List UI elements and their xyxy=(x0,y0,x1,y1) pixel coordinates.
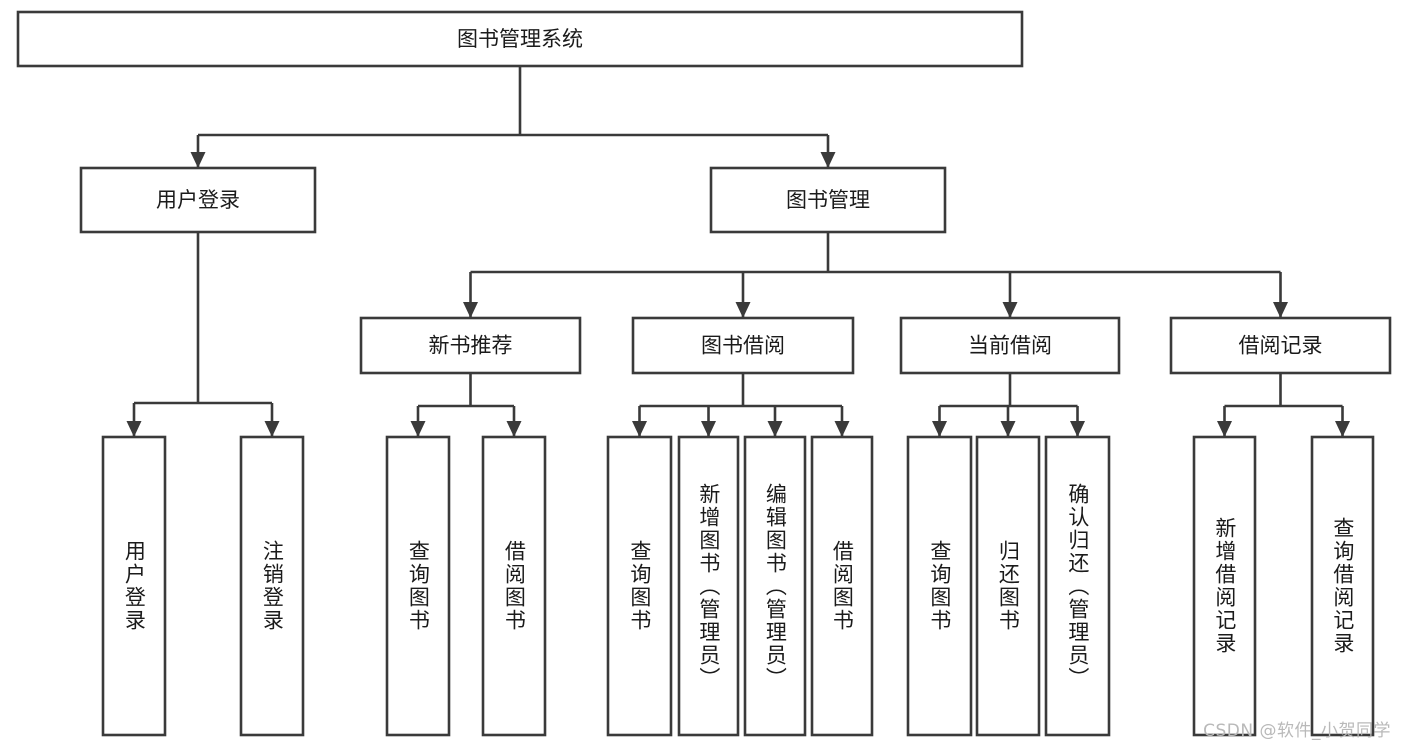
borrow-group-arrow-3 xyxy=(834,421,850,437)
level2-box-0[interactable] xyxy=(79,166,317,234)
node-box-layer xyxy=(16,10,1392,737)
leaf-box-0[interactable] xyxy=(101,435,167,737)
login-group-arrow-0 xyxy=(126,421,142,437)
level2-label-0: 用户登录 xyxy=(156,188,240,212)
current-group-arrow-0 xyxy=(932,421,947,437)
login-group-arrow-1 xyxy=(264,421,280,437)
current-group-arrow-1 xyxy=(1000,421,1016,437)
leaf-box-9[interactable] xyxy=(975,435,1041,737)
level2-box-1[interactable] xyxy=(709,166,947,234)
book-mgmt-to-level3-arrow-2 xyxy=(1002,302,1018,318)
borrow-group-arrow-2 xyxy=(767,421,783,437)
level3-box-3[interactable] xyxy=(1169,316,1392,375)
leaf-box-4[interactable] xyxy=(606,435,673,737)
leaf-box-8[interactable] xyxy=(906,435,973,737)
book-mgmt-to-level3-arrow-3 xyxy=(1273,302,1288,318)
root-label-0: 图书管理系统 xyxy=(457,27,583,51)
leaf-box-6[interactable] xyxy=(743,435,807,737)
record-group-arrow-0 xyxy=(1217,421,1232,437)
level3-box-0[interactable] xyxy=(359,316,582,375)
level2-label-1: 图书管理 xyxy=(786,188,870,212)
csdn-watermark: CSDN @软件_小贺同学 xyxy=(1203,721,1391,741)
book-mgmt-to-level3-arrow-0 xyxy=(463,302,478,318)
leaf-box-1[interactable] xyxy=(239,435,305,737)
new-book-group-arrow-0 xyxy=(410,421,426,437)
connector-layer xyxy=(126,66,1350,437)
leaf-box-3[interactable] xyxy=(481,435,547,737)
leaf-box-11[interactable] xyxy=(1192,435,1257,737)
level3-label-2: 当前借阅 xyxy=(968,334,1052,358)
level3-label-1: 图书借阅 xyxy=(701,334,785,358)
book-mgmt-to-level3-arrow-1 xyxy=(735,302,751,318)
record-group-arrow-1 xyxy=(1335,421,1350,437)
level3-box-2[interactable] xyxy=(899,316,1121,375)
leaf-box-12[interactable] xyxy=(1310,435,1375,737)
leaf-box-10[interactable] xyxy=(1044,435,1111,737)
leaf-box-2[interactable] xyxy=(385,435,451,737)
level3-label-3: 借阅记录 xyxy=(1239,334,1323,358)
leaf-box-7[interactable] xyxy=(810,435,874,737)
root-box-0[interactable] xyxy=(16,10,1024,68)
level3-box-1[interactable] xyxy=(631,316,855,375)
root-to-level2-arrow-0 xyxy=(190,152,206,168)
level3-label-0: 新书推荐 xyxy=(429,334,513,358)
leaf-box-5[interactable] xyxy=(677,435,740,737)
borrow-group-arrow-0 xyxy=(632,421,647,437)
current-group-arrow-2 xyxy=(1070,421,1085,437)
new-book-group-arrow-1 xyxy=(506,421,522,437)
borrow-group-arrow-1 xyxy=(701,421,716,437)
root-to-level2-arrow-1 xyxy=(820,152,836,168)
